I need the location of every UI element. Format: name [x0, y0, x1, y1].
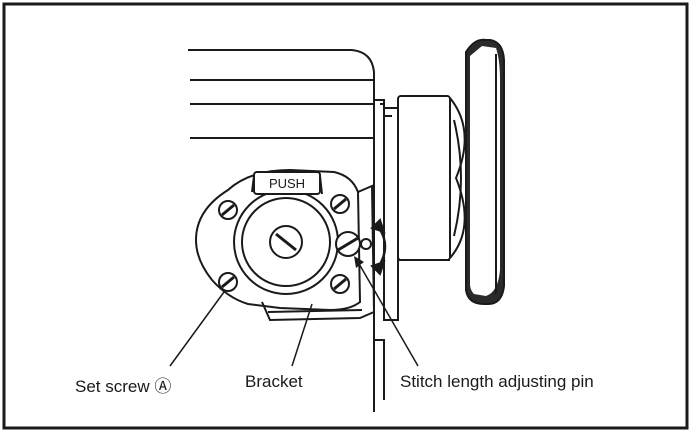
- push-label: PUSH: [269, 176, 305, 191]
- bracket-label: Bracket: [245, 372, 303, 391]
- handwheel: [380, 38, 505, 321]
- leader-line-set-screw: [169, 291, 225, 367]
- machine-arm: [188, 49, 392, 412]
- bracket-screw: [218, 200, 238, 220]
- bracket: [194, 168, 375, 313]
- rotation-arrow-icon: [370, 218, 387, 276]
- set-screw-a: [218, 272, 238, 292]
- bracket-screw: [330, 194, 350, 214]
- base-casting: [261, 301, 375, 322]
- set-screw-label: Set screw Ⓐ: [75, 377, 172, 396]
- push-button-dial: [233, 171, 339, 295]
- stitch-length-pin: [335, 231, 372, 257]
- bracket-screw: [330, 274, 350, 294]
- leader-line-stitch-pin: [357, 261, 419, 367]
- leader-arrowhead: [354, 256, 364, 268]
- stitch-length-pin-label: Stitch length adjusting pin: [400, 372, 594, 391]
- leader-line-bracket: [291, 303, 313, 367]
